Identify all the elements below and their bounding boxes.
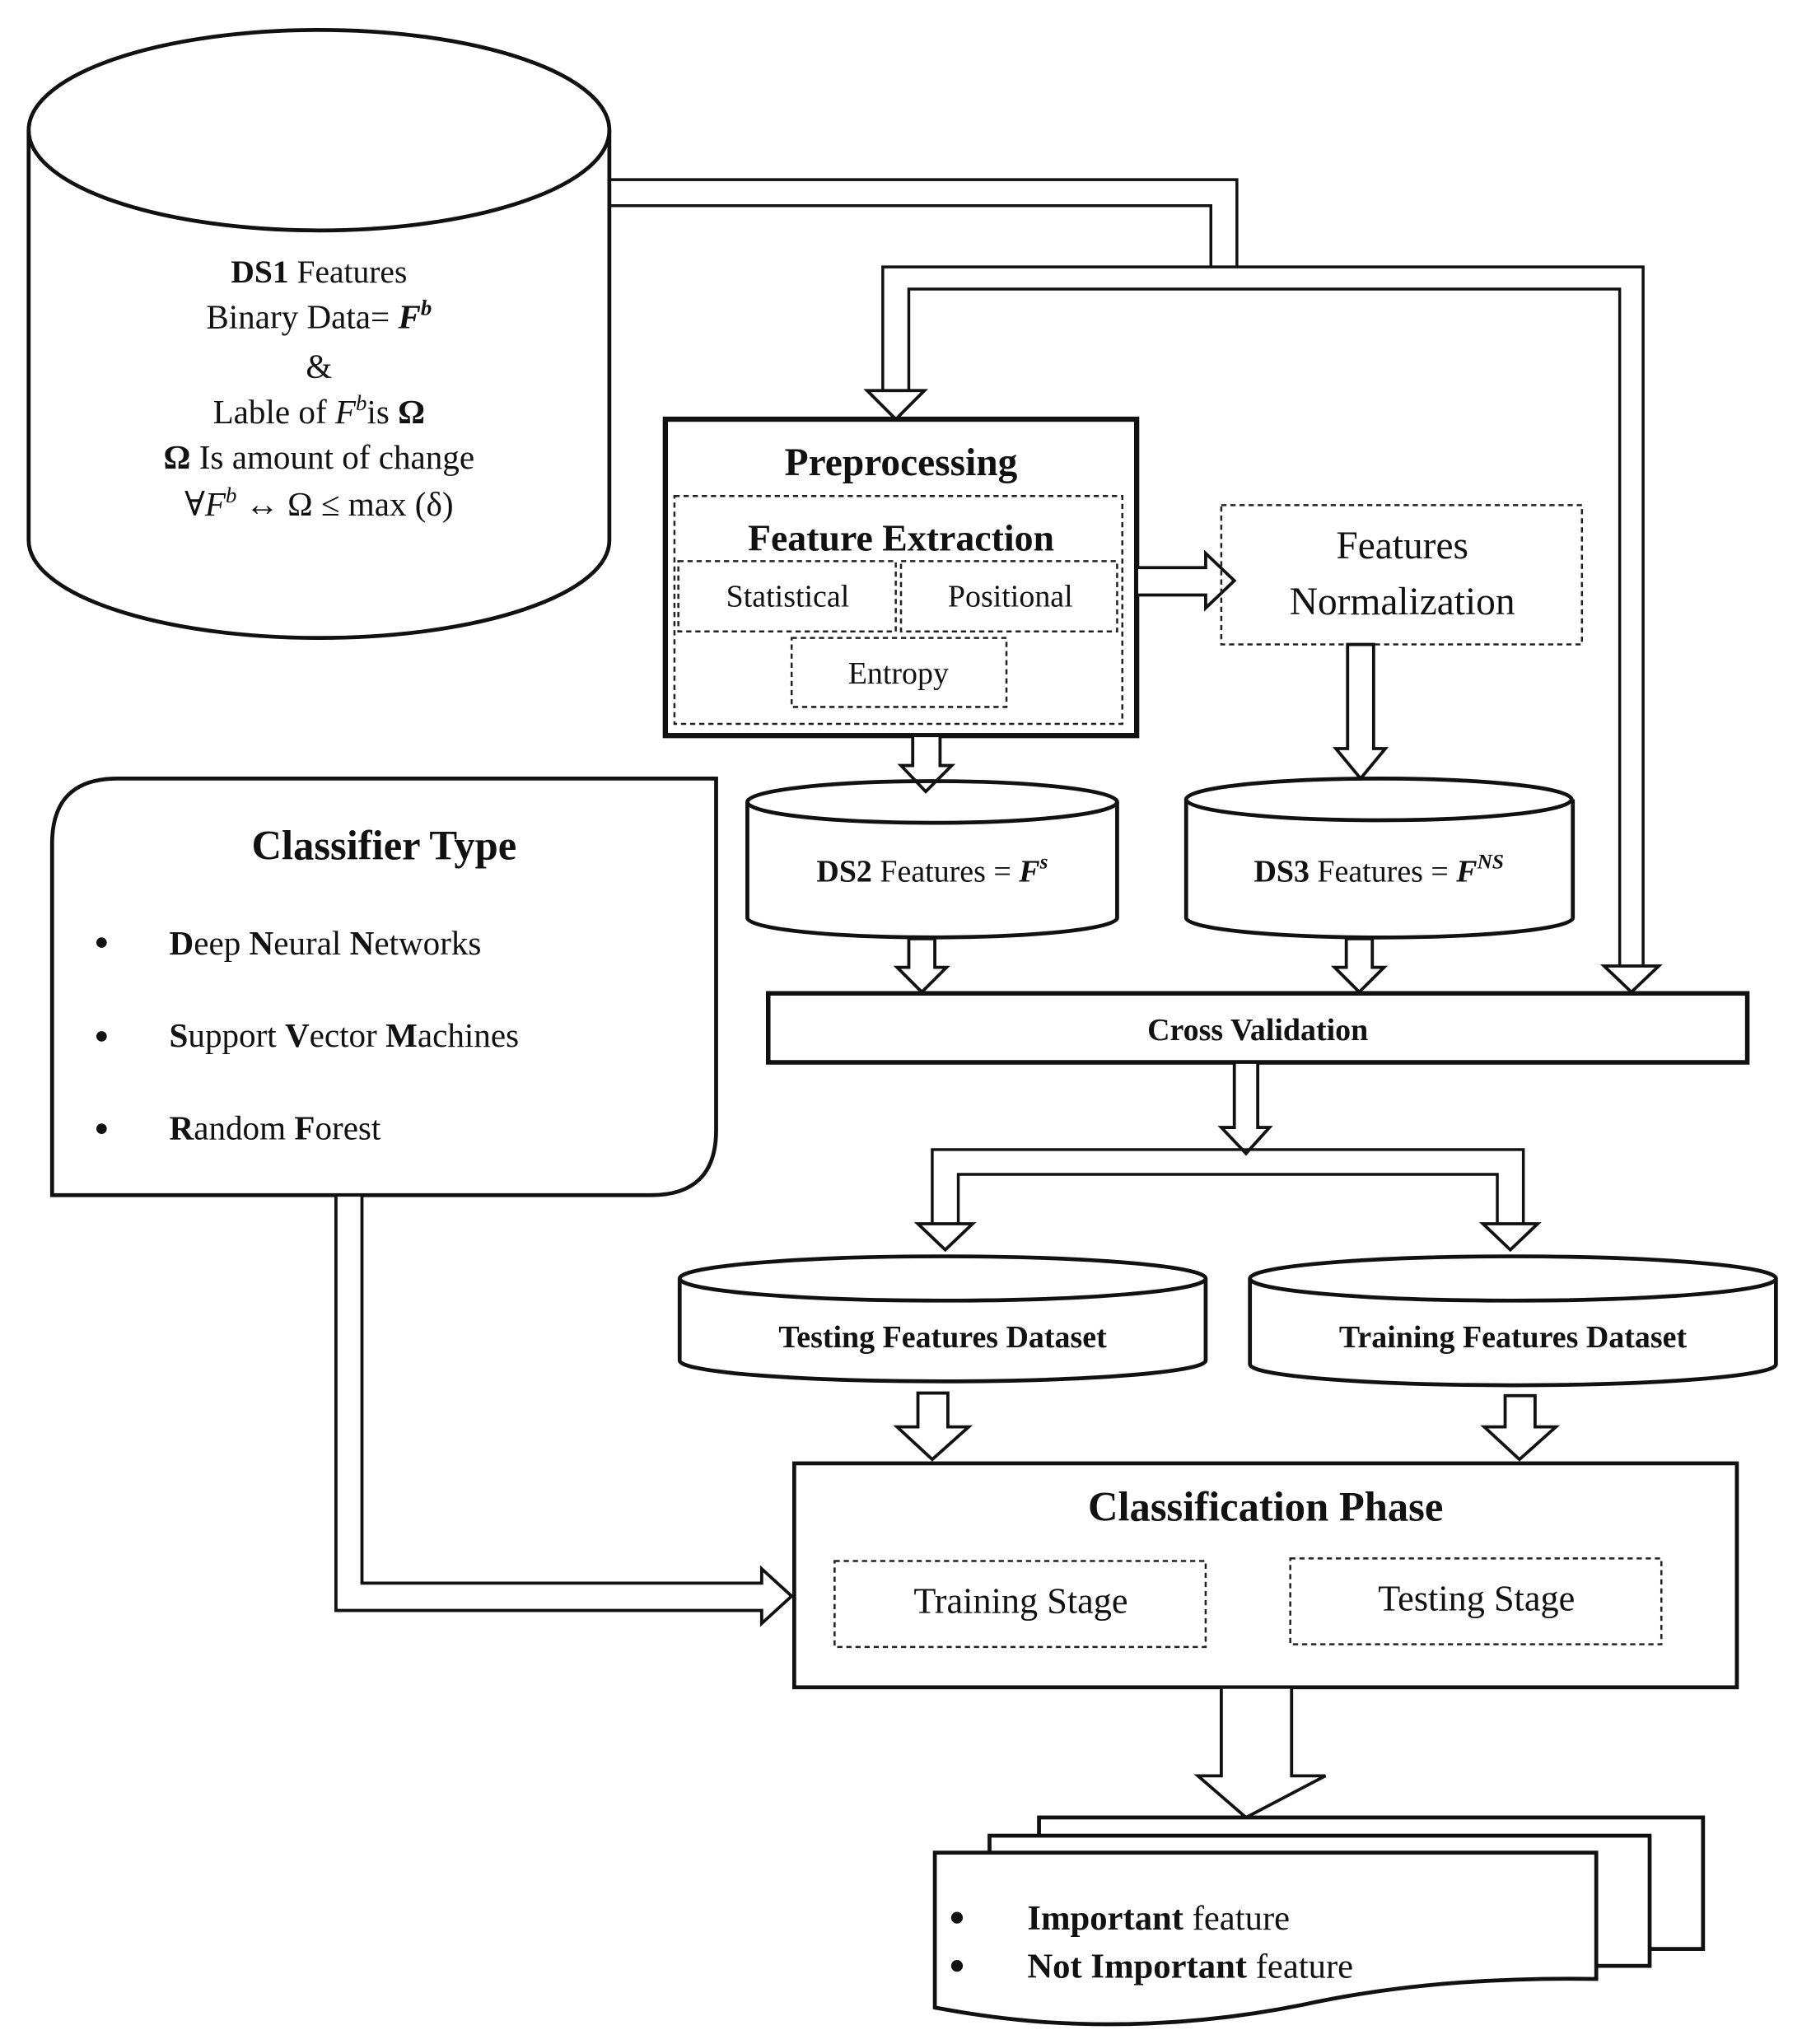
classification-title: Classification Phase [1088,1483,1443,1529]
ds1-split-arrow [863,265,1663,995]
ds1-binary-data: Binary Data= Fb [206,296,432,336]
arrow-cv-down [1217,1061,1273,1156]
ds1-title: DS1 Features [231,254,407,290]
output-important: Important feature [1027,1899,1290,1938]
output-documents: Important feature Not Important feature [932,1815,1706,2027]
preprocessing-title: Preprocessing [785,441,1018,484]
testing-stage-box [1289,1557,1663,1645]
ds1-database-cylinder: DS1 Features Binary Data= Fb & Lable of … [26,27,612,640]
arrow-classifier-to-classification [334,1193,795,1627]
ds2-label: DS2 Features = Fs [816,850,1048,889]
arrow-ds2-to-cv [893,936,950,995]
classifier-item: Deep Neural Networks [96,924,481,962]
arrow-preprocessing-to-ds2 [897,734,956,794]
bullet-icon [950,1911,964,1924]
ds3-label: DS3 Features = FNS [1253,850,1503,889]
cross-validation-box: Cross Validation [765,991,1750,1065]
bullet-icon [950,1960,964,1972]
training-stage-box [833,1560,1207,1649]
classifier-item-label: Support Vector Machines [170,1016,520,1054]
cross-validation-label: Cross Validation [1147,1013,1368,1048]
ds1-omega-line: Ω Is amount of change [164,438,475,476]
bullet-icon [96,1031,107,1042]
testing-features-dataset-cylinder: Testing Features Dataset [677,1254,1208,1384]
features-normalization-box: Features Normalization [1220,504,1584,646]
ds1-ampersand: & [306,347,332,385]
training-stage-label: Training Stage [913,1581,1127,1622]
statistical-label: Statistical [726,580,850,614]
positional-label: Positional [948,580,1073,614]
ds1-condition-line: ∀Fb ↔ Ω ≤ max (δ) [184,483,453,523]
feature-extraction-title: Feature Extraction [748,517,1054,559]
classifier-item-label: Deep Neural Networks [170,924,482,962]
testing-dataset-label: Testing Features Dataset [778,1320,1107,1355]
classifier-title: Classifier Type [252,822,517,868]
arrow-training-to-classification [1480,1393,1561,1462]
split-to-datasets-arrow [913,1148,1542,1253]
arrow-normalization-to-ds3 [1332,642,1389,782]
bullet-icon [96,937,107,948]
entropy-box [790,637,1008,708]
preprocessing-box: Preprocessing Feature Extraction Statist… [662,416,1140,739]
positional-box [899,560,1118,632]
training-features-dataset-cylinder: Training Features Dataset [1248,1254,1778,1388]
bullet-icon [96,1123,107,1134]
classifier-item-label: Random Forest [170,1108,381,1146]
classification-phase-box: Classification Phase Training Stage Test… [791,1461,1739,1690]
classifier-item: Support Vector Machines [96,1016,519,1054]
arrow-ds3-to-cv [1330,936,1389,995]
arrow-testing-to-classification [893,1391,973,1462]
arrow-classification-to-output [1193,1685,1327,1820]
training-dataset-label: Training Features Dataset [1339,1320,1688,1355]
ds1-label-line: Lable of Fbis Ω [213,390,425,431]
feature-extraction-box [673,495,1124,726]
testing-stage-label: Testing Stage [1378,1579,1575,1619]
normalization-line2: Normalization [1290,581,1515,623]
output-not-important: Not Important feature [1027,1947,1353,1986]
arrow-to-normalization [1135,549,1237,612]
classifier-type-box: Classifier Type Deep Neural Networks Sup… [49,777,718,1197]
ds2-database-cylinder: DS2 Features = Fs [745,779,1119,940]
classifier-item: Random Forest [96,1108,381,1146]
entropy-label: Entropy [848,656,949,691]
statistical-box [677,560,897,632]
ds1-pipe-arrow [609,178,1239,268]
ds3-database-cylinder: DS3 Features = FNS [1183,777,1576,940]
normalization-line1: Features [1336,525,1468,567]
